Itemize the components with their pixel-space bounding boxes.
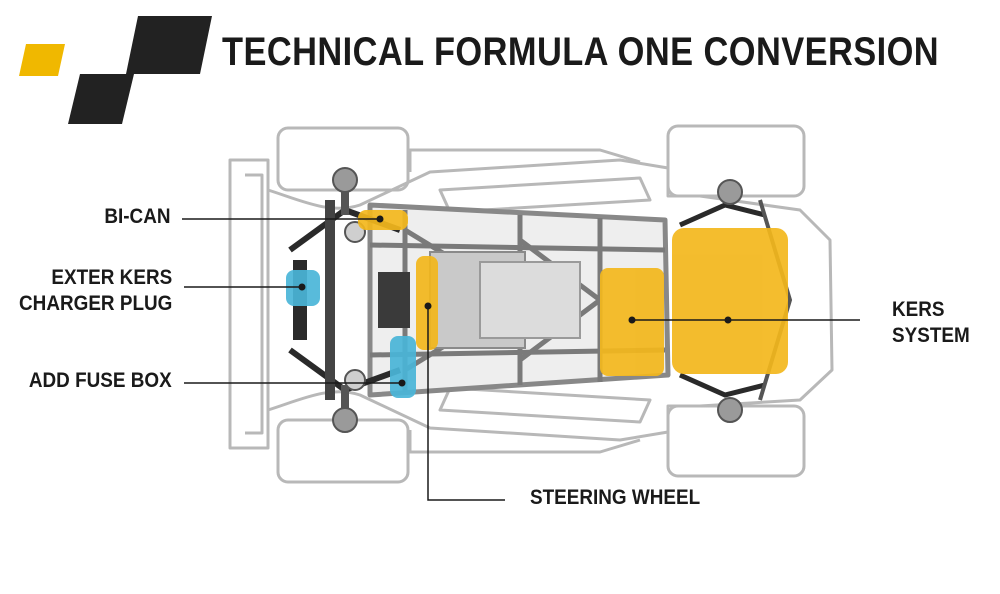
steering-wheel-label: STEERING WHEEL — [530, 486, 701, 509]
kers-system-label-line1: KERS — [892, 298, 945, 321]
kers-system-highlight-rear — [672, 228, 788, 374]
brand-logo — [19, 16, 212, 124]
logo-yellow-square — [19, 44, 65, 76]
rear-hubs — [717, 179, 743, 423]
engine-block — [378, 251, 581, 349]
logo-black-lower — [68, 74, 134, 124]
logo-black-upper — [126, 16, 212, 74]
steering-wheel-line — [427, 306, 505, 501]
kers-system-label-line2: SYSTEM — [892, 324, 970, 347]
exter-kers-label-line2: CHARGER PLUG — [18, 292, 172, 315]
callout-lines — [182, 218, 860, 501]
bi-can-label: BI-CAN — [103, 205, 170, 228]
exter-kers-label-line1: EXTER KERS — [51, 266, 172, 289]
fuse-box-highlight — [390, 336, 416, 398]
page-title: TECHNICAL FORMULA ONE CONVERSION — [222, 30, 940, 74]
add-fuse-box-label: ADD FUSE BOX — [29, 369, 172, 392]
front-hubs — [332, 167, 366, 433]
callout-dots — [298, 215, 732, 387]
component-highlights — [286, 210, 788, 398]
